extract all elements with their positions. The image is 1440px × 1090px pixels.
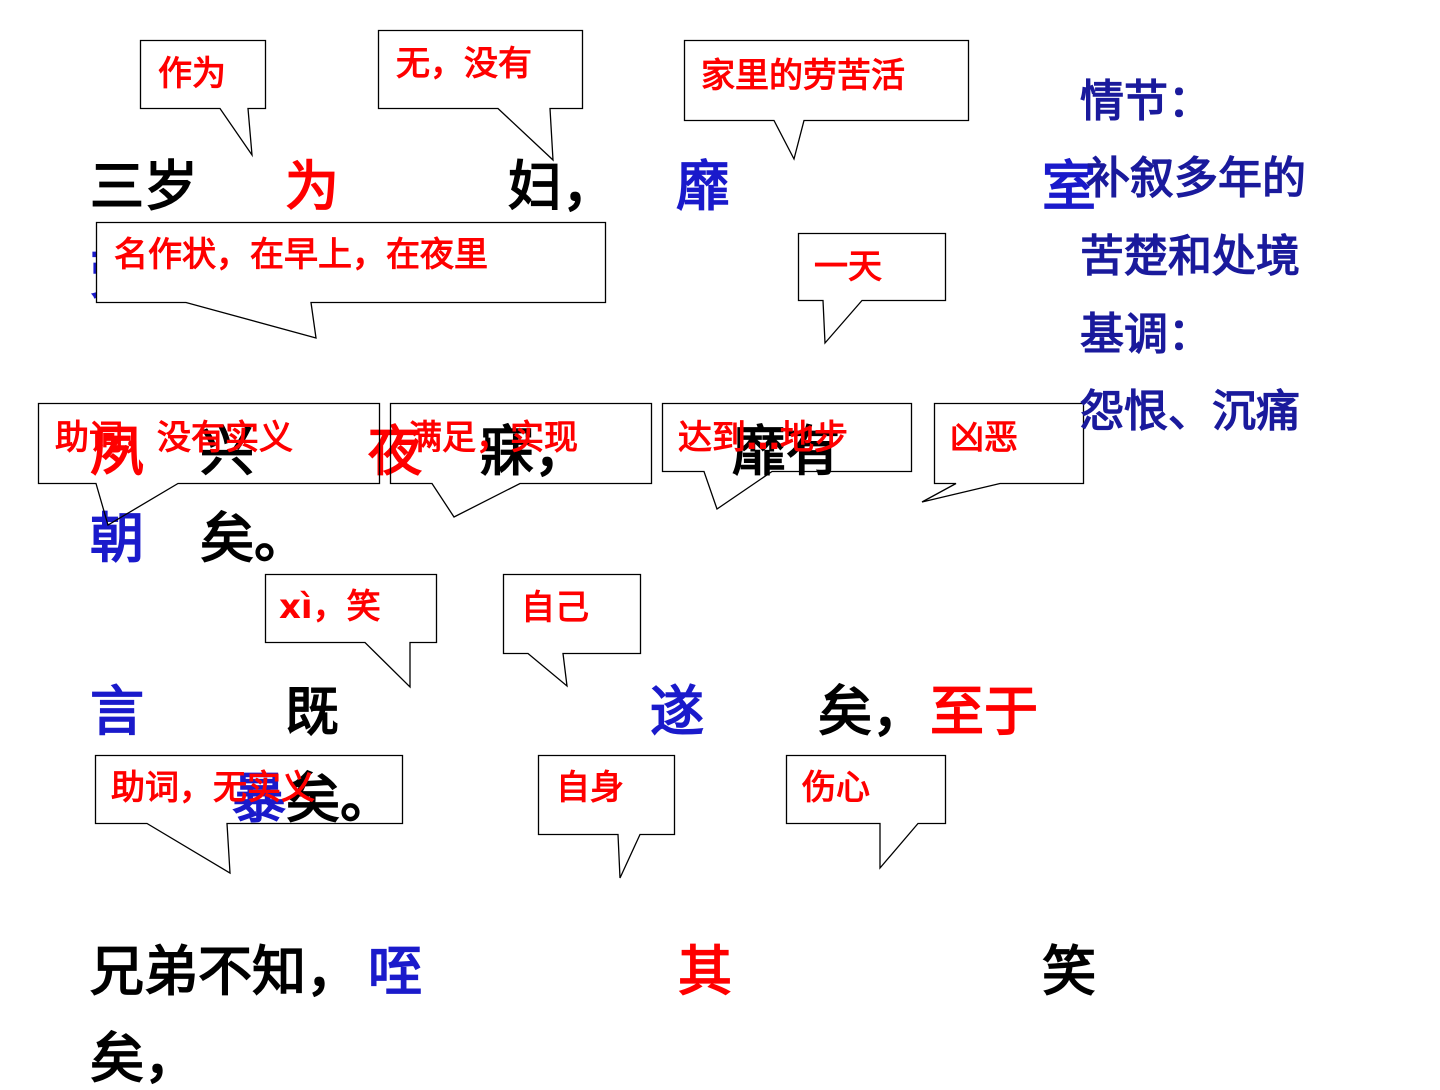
plot-text-line-2: 苦楚和处境 xyxy=(1080,231,1300,282)
callout-text: 助词，无实义 xyxy=(111,768,315,808)
tone-label: 基调： xyxy=(1080,309,1212,360)
poem-word-highlight: 咥 xyxy=(368,940,422,1003)
poem-word-highlight: 遂 xyxy=(650,680,704,743)
poem-word: 寐， xyxy=(480,420,588,483)
poem-word-highlight: 为 xyxy=(285,155,339,218)
poem-word-highlight: 其 xyxy=(678,940,732,1003)
callout-bubble xyxy=(537,754,676,879)
poem-word-highlight: 至于 xyxy=(930,680,1038,743)
poem-word-highlight: 言 xyxy=(90,680,144,743)
poem-word-highlight: 暴 xyxy=(232,767,286,830)
callout-text: 自己 xyxy=(521,588,589,628)
poem-word: 兄弟不知， xyxy=(90,940,360,1003)
callout-text: 作为 xyxy=(158,54,226,94)
poem-word: 矣。 xyxy=(286,767,394,830)
callout-text: 伤心 xyxy=(802,768,870,808)
callout-bubble xyxy=(502,573,642,688)
callout-text: 名作状，在早上，在夜里 xyxy=(114,235,488,275)
callout-bubble xyxy=(683,39,970,161)
callout-text: xì，笑 xyxy=(279,587,381,627)
callout-bubble xyxy=(797,232,947,345)
poem-word: 兴 xyxy=(200,420,254,483)
callout-bubble xyxy=(785,754,947,870)
callout-bubble xyxy=(37,402,381,526)
callout-bubble xyxy=(661,402,913,511)
callout-bubble xyxy=(95,221,607,339)
poem-word: 靡有 xyxy=(732,420,840,483)
callout-text: 凶恶 xyxy=(950,418,1018,458)
callout-text: 自身 xyxy=(556,768,624,808)
callout-text: 无，没有 xyxy=(396,44,532,84)
poem-word: 三岁 xyxy=(90,155,198,218)
callout-bubble xyxy=(377,29,584,162)
poem-word: 既 xyxy=(285,680,339,743)
callout-bubble xyxy=(264,573,438,689)
plot-text-line-1: 补叙多年的 xyxy=(1086,153,1306,204)
poem-word-highlight: 夜 xyxy=(368,420,422,483)
callout-bubble xyxy=(389,402,653,518)
poem-word-highlight: 室 xyxy=(1042,155,1096,218)
poem-word: 妇， xyxy=(508,155,616,218)
callout-bubble xyxy=(921,402,1085,503)
callout-text: 满足，实现 xyxy=(408,418,578,458)
callout-bubble xyxy=(94,754,404,875)
callout-text: 家里的劳苦活 xyxy=(701,56,905,96)
tone-value: 怨恨、沉痛 xyxy=(1080,386,1300,437)
poem-word-highlight: 靡 xyxy=(676,155,730,218)
poem-word: 矣。 xyxy=(200,507,308,570)
poem-word: 笑 xyxy=(1042,940,1096,1003)
callout-bubble xyxy=(139,39,267,158)
poem-word-highlight: 朝 xyxy=(90,507,144,570)
callout-text: 助词，没有实义 xyxy=(55,418,293,458)
callout-text: 一天 xyxy=(814,247,882,287)
plot-label: 情节： xyxy=(1080,76,1212,127)
poem-word: 矣， xyxy=(90,1027,198,1090)
poem-word-highlight: 夙 xyxy=(90,420,144,483)
callout-text: 达到…地步 xyxy=(678,418,848,458)
poem-word: 矣， xyxy=(818,680,926,743)
